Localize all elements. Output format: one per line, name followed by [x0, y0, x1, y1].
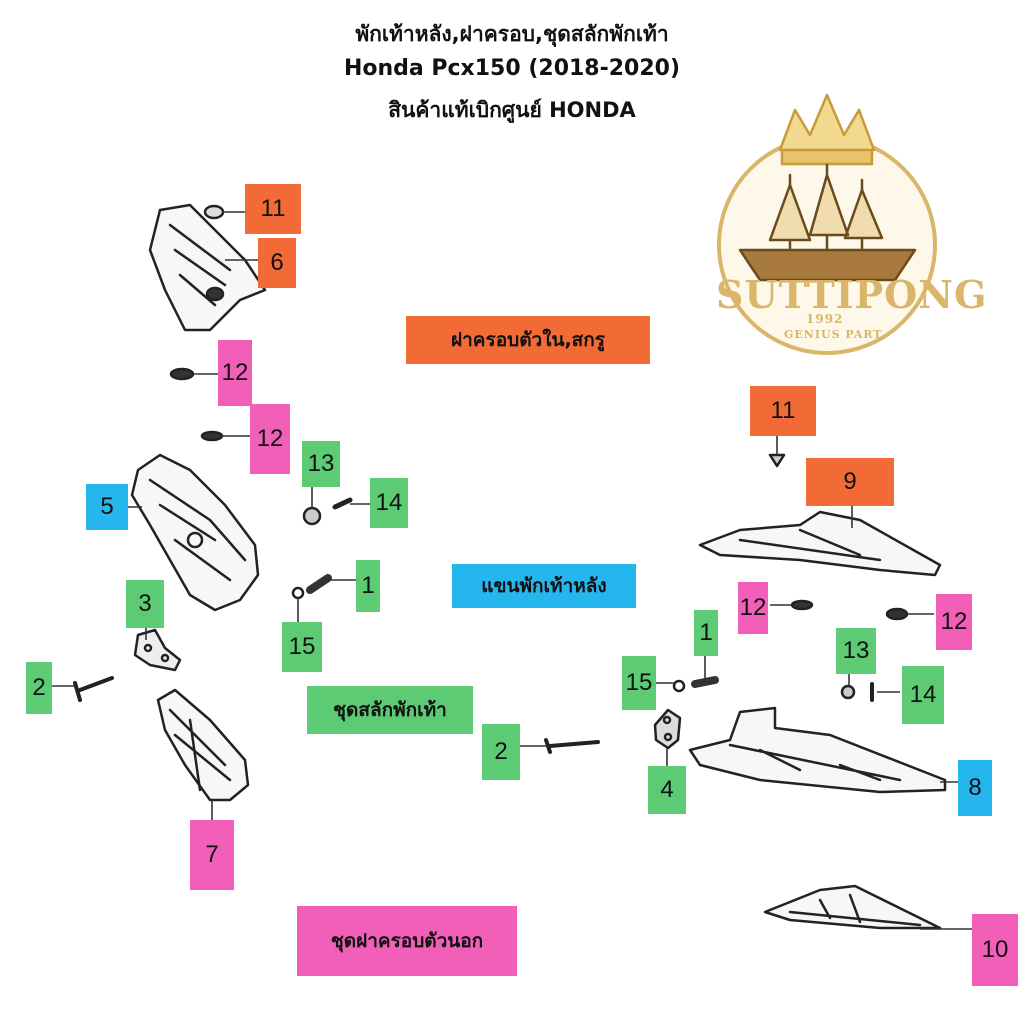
part-2-b [544, 738, 600, 754]
part-2-a [73, 676, 114, 702]
part-label-1: 1 [694, 610, 718, 656]
part-13-b [840, 684, 856, 700]
part-label-12: 12 [218, 340, 252, 406]
part-6-inner-cover [148, 203, 267, 332]
logo-emblem-icon [717, 93, 937, 355]
part-label-10: 10 [972, 914, 1018, 986]
part-label-2: 2 [482, 724, 520, 780]
part-label-13: 13 [836, 628, 876, 674]
part-label-15: 15 [622, 656, 656, 710]
part-4-plate [653, 708, 682, 750]
part-14-a [332, 497, 353, 510]
part-label-9: 9 [806, 458, 894, 506]
part-3-bracket [133, 628, 182, 672]
part-9-inner-cover [698, 510, 942, 577]
part-7-cover [156, 688, 250, 802]
category-inner-cover: ฝาครอบตัวใน,สกรู [406, 316, 650, 364]
part-label-5: 5 [86, 484, 128, 530]
part-label-1: 1 [356, 560, 380, 612]
part-label-15: 15 [282, 622, 322, 672]
part-label-13: 13 [302, 441, 340, 487]
part-label-11: 11 [750, 386, 816, 436]
part-label-12: 12 [250, 404, 290, 474]
part-8-arm [688, 706, 947, 794]
part-label-7: 7 [190, 820, 234, 890]
part-15-a [291, 586, 305, 600]
part-label-4: 4 [648, 766, 686, 814]
part-15-b [672, 679, 686, 693]
part-label-3: 3 [126, 580, 164, 628]
part-label-2: 2 [26, 662, 52, 714]
title-line-2: Honda Pcx150 (2018-2020) [343, 56, 681, 81]
part-label-14: 14 [370, 478, 408, 528]
part-12-a [169, 367, 195, 381]
title-line-3: สินค้าแท้เบิกศูนย์ HONDA [388, 98, 636, 122]
part-label-12: 12 [738, 582, 768, 634]
part-10-cover [763, 884, 942, 930]
part-12-b [200, 430, 224, 442]
category-outer-cover-set: ชุดฝาครอบตัวนอก [297, 906, 517, 976]
part-label-14: 14 [902, 666, 944, 724]
part-label-8: 8 [958, 760, 992, 816]
part-label-12: 12 [936, 594, 972, 650]
category-footrest-pin-set: ชุดสลักพักเท้า [307, 686, 473, 734]
part-1-b [691, 676, 719, 688]
logo-tagline: GENIUS PART. [784, 328, 886, 341]
part-label-11: 11 [245, 184, 301, 234]
part-13-a [302, 506, 322, 526]
part-12-c [790, 599, 814, 611]
part-11-b [768, 453, 786, 468]
logo-year: 1992 [806, 312, 844, 326]
logo-wordmark: SUTTIPONG [716, 272, 988, 317]
part-label-6: 6 [258, 238, 296, 288]
part-1-a [306, 574, 332, 594]
part-12-d [885, 607, 909, 621]
category-rear-footrest-arm: แขนพักเท้าหลัง [452, 564, 636, 608]
title-line-1: พักเท้าหลัง,ฝาครอบ,ชุดสลักพักเท้า [355, 22, 669, 46]
